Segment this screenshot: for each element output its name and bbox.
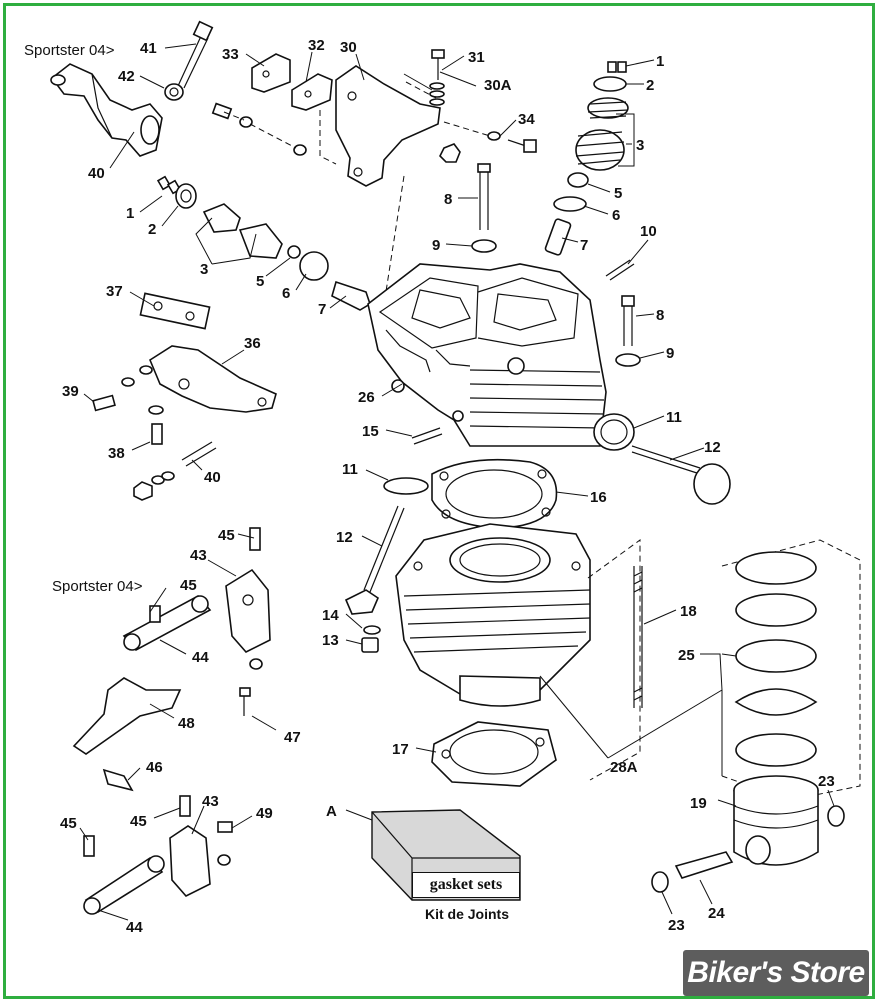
head-studs-valves: [383, 413, 731, 505]
cylinder-head: [367, 263, 607, 447]
callout-3-right: 3: [636, 137, 644, 154]
stud-10: [605, 259, 635, 281]
lower-sportster-brackets: [72, 527, 271, 915]
long-stud: [633, 566, 643, 708]
small-screws-left: [211, 102, 307, 156]
green-frame: [3, 3, 875, 999]
callout-49: 49: [256, 805, 273, 822]
callout-17: 17: [392, 741, 409, 758]
callout-6-left: 6: [282, 285, 290, 302]
callout-13: 13: [322, 632, 339, 649]
callout-34: 34: [518, 111, 535, 128]
callout-7-left: 7: [318, 301, 326, 318]
callout-6-right: 6: [612, 207, 620, 224]
callout-9-right: 9: [666, 345, 674, 362]
callout-38: 38: [108, 445, 125, 462]
callout-2-right: 2: [646, 77, 654, 94]
callout-3-left: 3: [200, 261, 208, 278]
kit-de-joints-label: Kit de Joints: [424, 906, 509, 922]
callout-36: 36: [244, 335, 261, 352]
stud-8-left: [471, 163, 497, 253]
callout-44-b: 44: [126, 919, 143, 936]
callout-48: 48: [178, 715, 195, 732]
valve-stack-right: [471, 61, 641, 367]
callout-26: 26: [358, 389, 375, 406]
head-gasket: [431, 458, 558, 529]
brand-watermark: Biker's Store: [687, 956, 865, 989]
callout-41: 41: [140, 40, 157, 57]
callout-18: 18: [680, 603, 697, 620]
callout-14: 14: [322, 607, 339, 624]
callout-10: 10: [640, 223, 657, 240]
sportster-label-middle: Sportster 04>: [52, 578, 143, 595]
base-gasket: [431, 721, 557, 787]
callout-7-right: 7: [580, 237, 588, 254]
callout-43-a: 43: [190, 547, 207, 564]
callout-45-d: 45: [130, 813, 147, 830]
callout-32: 32: [308, 37, 325, 54]
callout-42: 42: [118, 68, 135, 85]
callout-33: 33: [222, 46, 239, 63]
callout-23-right: 23: [818, 773, 835, 790]
callout-12-left: 12: [336, 529, 353, 546]
top-mount-bracket: [50, 20, 214, 157]
callout-40-lower: 40: [204, 469, 221, 486]
callout-5-left: 5: [256, 273, 264, 290]
piston-rings: [721, 539, 861, 801]
leader-lines: [79, 43, 835, 921]
callout-15: 15: [362, 423, 379, 440]
bolt-34: [439, 121, 537, 163]
callout-a: A: [326, 803, 337, 820]
callout-44-a: 44: [192, 649, 209, 666]
callout-8-left: 8: [444, 191, 452, 208]
callout-24: 24: [708, 905, 725, 922]
piston: [651, 775, 845, 893]
callout-47: 47: [284, 729, 301, 746]
callout-31: 31: [468, 49, 485, 66]
bolt-31: [429, 49, 445, 106]
callout-30: 30: [340, 39, 357, 56]
callout-5-right: 5: [614, 185, 622, 202]
callout-45-c: 45: [60, 815, 77, 832]
callout-39: 39: [62, 383, 79, 400]
callout-1-left: 1: [126, 205, 134, 222]
callout-23-left: 23: [668, 917, 685, 934]
callout-30a: 30A: [484, 77, 512, 94]
callout-1-right: 1: [656, 53, 664, 70]
callout-16: 16: [590, 489, 607, 506]
callout-19: 19: [690, 795, 707, 812]
top-brackets: [211, 49, 537, 331]
callout-45-b: 45: [180, 577, 197, 594]
callout-28a: 28A: [610, 759, 638, 776]
callout-45-a: 45: [218, 527, 235, 544]
callout-9-left: 9: [432, 237, 440, 254]
callout-12-right: 12: [704, 439, 721, 456]
callout-25: 25: [678, 647, 695, 664]
intake-valve-left: [344, 505, 405, 653]
sportster-label-top: Sportster 04>: [24, 42, 115, 59]
callout-8-right: 8: [656, 307, 664, 324]
callout-40: 40: [88, 165, 105, 182]
callout-11-left: 11: [342, 461, 358, 478]
callout-11-right: 11: [666, 409, 682, 426]
stud-8-right: [615, 295, 641, 367]
rocker-bracket: [92, 292, 277, 501]
callout-2-left: 2: [148, 221, 156, 238]
cylinder: [395, 523, 591, 707]
callout-46: 46: [146, 759, 163, 776]
callout-43-b: 43: [202, 793, 219, 810]
brand-watermark-box: [683, 950, 869, 996]
gasket-sets-label: gasket sets: [412, 872, 520, 898]
valve-stack-left: [156, 175, 371, 311]
callout-37: 37: [106, 283, 123, 300]
